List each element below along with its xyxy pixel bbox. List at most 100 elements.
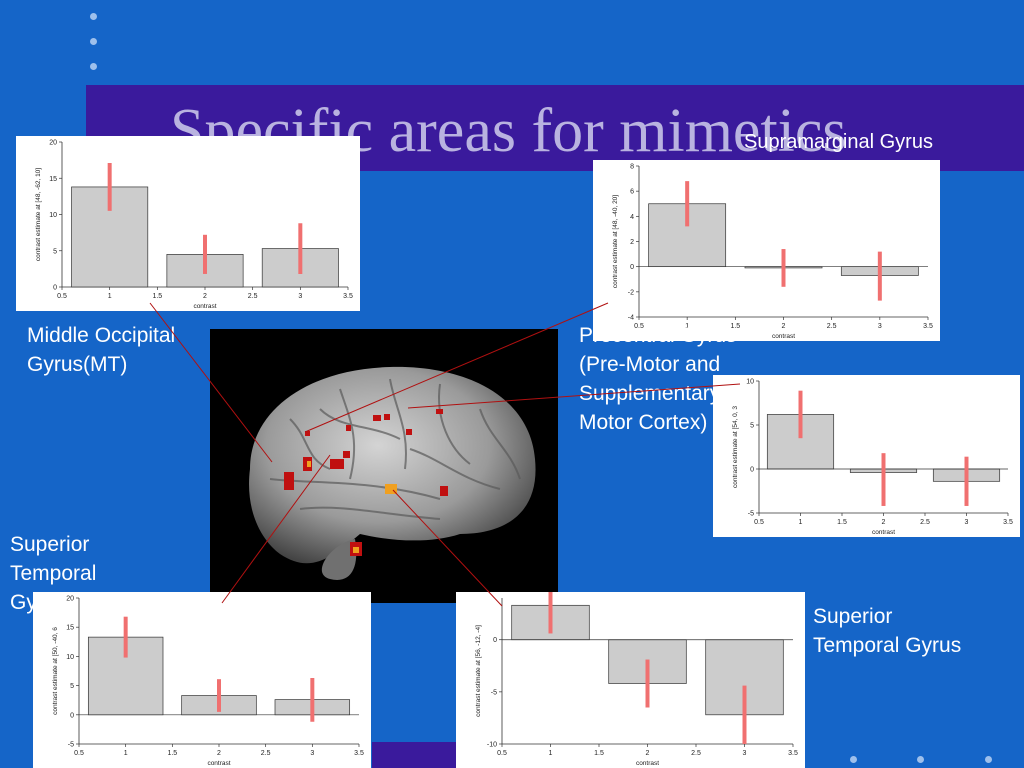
y-tick-label: -2 [628,289,634,296]
x-tick-label: 2.5 [827,323,837,330]
y-tick-label: 20 [66,596,74,603]
bullet-dot [90,38,97,45]
x-tick-label: 1 [549,750,553,757]
label-line: Superior [10,533,90,556]
y-tick-label: 20 [49,140,57,147]
x-tick-label: 3.5 [343,293,353,300]
y-tick-label: 0 [630,264,634,271]
x-tick-label: 0.5 [634,323,644,330]
x-tick-label: 0.5 [497,750,507,757]
x-tick-label: 2 [782,323,786,330]
x-tick-label: 3.5 [1003,519,1013,526]
x-tick-label: 3.5 [354,750,364,757]
y-tick-label: 2 [630,239,634,246]
label-precentral: Precentral Gyrus (Pre-Motor and Suppleme… [579,321,737,437]
y-tick-label: 5 [70,683,74,690]
x-tick-label: 1.5 [152,293,162,300]
x-tick-label: 3 [965,519,969,526]
label-line: Gyrus(MT) [27,353,128,376]
brainstem-shape [321,539,357,580]
x-tick-label: 2 [203,293,207,300]
x-tick-label: 3.5 [788,750,798,757]
brain-render [210,329,558,603]
y-tick-label: -5 [491,689,497,696]
x-tick-label: 1.5 [730,323,740,330]
label-line: (Pre-Motor and [579,353,721,376]
y-tick-label: 0 [53,285,57,292]
bottom-band [372,742,456,768]
x-tick-label: 2.5 [261,750,271,757]
y-tick-label: 0 [750,467,754,474]
brain-illustration [249,366,536,580]
x-axis-label: contrast [636,760,659,767]
y-tick-label: -5 [68,742,74,749]
label-middle-occipital: Middle Occipital Gyrus(MT) [27,321,175,379]
label-supramarginal: Supramarginal Gyrus [744,128,933,157]
y-axis-label: contrast estimate at [48, -40, 20] [612,195,619,288]
label-line: Middle Occipital [27,324,176,347]
x-tick-label: 3 [298,293,302,300]
label-line: Precentral Gyrus [579,324,737,347]
y-tick-label: 5 [750,423,754,430]
y-axis-label: contrast estimate at [50, -40, 6 [52,627,59,715]
bullet-dot [90,13,97,20]
y-tick-label: 0 [493,637,497,644]
x-tick-label: 2.5 [248,293,258,300]
x-tick-label: 1.5 [837,519,847,526]
y-tick-label: 15 [66,625,74,632]
y-tick-label: -10 [487,742,497,749]
x-tick-label: 1 [108,293,112,300]
y-tick-label: 5 [53,248,57,255]
x-tick-label: 3 [310,750,314,757]
bullet-dot [850,756,857,763]
x-tick-label: 1.5 [594,750,604,757]
label-line: Superior [813,605,893,628]
x-tick-label: 1 [799,519,803,526]
y-tick-label: 8 [630,164,634,171]
bar-chart: -5 0 5 10 15 20 0.5 1 1.5 2 2.5 3 3.5 contrast contras… [52,596,364,768]
x-axis-label: contrast [772,333,795,340]
x-tick-label: 3.5 [923,323,933,330]
label-line: Temporal [10,562,97,585]
label-text: Supramarginal Gyrus [744,131,933,153]
y-tick-label: -5 [748,511,754,518]
x-tick-label: 1.5 [167,750,177,757]
x-axis-label: contrast [193,303,216,310]
y-axis-label: contrast estimate at [56, -12, -4] [475,625,482,717]
x-tick-label: 2 [882,519,886,526]
y-tick-label: 6 [630,189,634,196]
x-tick-label: 0.5 [57,293,67,300]
x-tick-label: 1 [124,750,128,757]
y-tick-label: 10 [49,212,57,219]
x-axis-label: contrast [207,760,230,767]
brain-shape [249,366,536,564]
y-axis-label: contrast estimate at [54, 0, 3 [732,406,739,488]
x-tick-label: 2.5 [920,519,930,526]
x-tick-label: 2.5 [691,750,701,757]
y-tick-label: 15 [49,176,57,183]
y-tick-label: -4 [628,315,634,322]
y-tick-label: 4 [630,214,634,221]
label-superior-temporal-right: Superior Temporal Gyrus [813,602,961,660]
label-line: Supplementary [579,382,721,405]
x-tick-label: 2 [217,750,221,757]
x-tick-label: 3 [743,750,747,757]
x-axis-label: contrast [872,529,895,536]
y-tick-label: 10 [66,654,74,661]
label-superior-temporal-left: Superior Temporal Gyrus [10,530,96,617]
x-tick-label: 0.5 [74,750,84,757]
y-tick-label: 0 [70,712,74,719]
label-line: Temporal Gyrus [813,634,962,657]
label-line: Motor Cortex) [579,411,708,434]
bullet-dot [917,756,924,763]
bullet-dot [90,63,97,70]
y-tick-label: 10 [746,379,754,386]
